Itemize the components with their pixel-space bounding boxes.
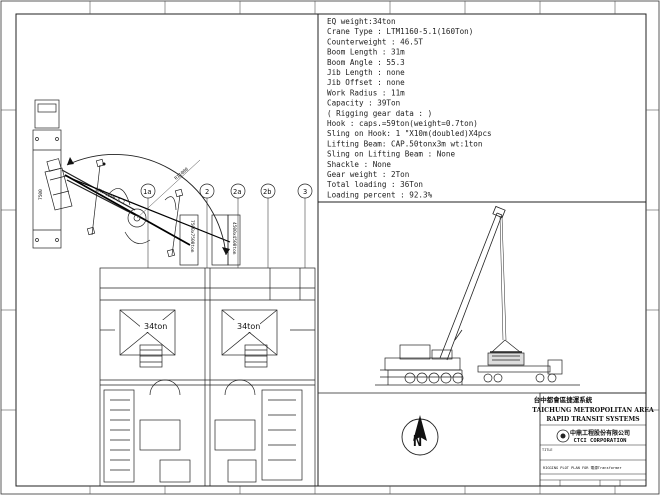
spec-line: Boom Angle : 55.3 (327, 58, 405, 67)
company-chinese: 中鼎工程股份有限公司 (570, 429, 630, 437)
spec-line: Capacity : 39Ton (327, 99, 400, 108)
grid-lines (147, 198, 306, 268)
shaft-label-b: 4500x4500ton (231, 222, 237, 255)
spec-line: Counterweight : 46.5T (327, 37, 423, 46)
spec-line: Sling on Hook: 1 "X10m(doubled)X4pcs (327, 129, 492, 138)
spec-line: Total loading : 36Ton (327, 180, 423, 189)
grid-label-2b: 2b (263, 188, 271, 196)
grid-label-2a: 2a (233, 188, 241, 196)
swing-radius-arc (66, 153, 227, 256)
spec-line: Crane Type : LTM1160-5.1(160Ton) (327, 27, 473, 36)
spec-line: Shackle : None (327, 160, 391, 169)
grid-bubbles (140, 183, 313, 199)
radius-label: R11000 (173, 166, 190, 181)
crane-plan (44, 158, 231, 258)
load-right-label-bg (234, 320, 260, 332)
building-plan (99, 267, 316, 487)
load-area-left (119, 309, 176, 368)
spec-line: Gear weight : 2Ton (327, 170, 409, 179)
shaft-label-a: 7500x7500ton (189, 220, 195, 253)
spec-line: EQ weight:34ton (327, 17, 396, 26)
title-english-1: TAICHUNG METROPOLITAN AREA (532, 407, 654, 414)
spec-line: Boom Length : 31m (327, 48, 405, 57)
grid-label-2: 2 (205, 188, 209, 196)
spec-line: Jib Offset : none (327, 78, 405, 87)
truck-dim-label: 7500 (38, 189, 44, 200)
arc-arrow-end (222, 247, 230, 255)
spec-line: ( Rigging gear data : ) (327, 109, 432, 118)
north-label: N (413, 432, 422, 450)
title-english-2: RAPID TRANSIT SYSTEMS (546, 416, 640, 423)
transformer-load (487, 339, 525, 366)
radius-line (136, 159, 201, 219)
spec-line: Jib Length : none (327, 68, 405, 77)
load-area-right (221, 309, 278, 368)
crane-carrier (380, 344, 464, 385)
title-small-label: TITLE (542, 448, 553, 452)
drawing-title: RIGGING PLOT PLAN FOR 電源Transformer (543, 465, 622, 470)
load-left-label-bg (140, 320, 166, 332)
title-block: 台中都會區捷運系統 TAICHUNG METROPOLITAN AREA RAP… (532, 392, 654, 487)
elevation-view (375, 205, 580, 386)
truck-plan (32, 99, 62, 249)
arc-arrow-start (67, 157, 74, 165)
arc-point (102, 162, 106, 166)
crane-boom (439, 205, 507, 361)
spec-line: Sling on Lifting Beam : None (327, 150, 455, 159)
title-chinese: 台中都會區捷運系統 (534, 395, 593, 404)
spec-line: Loading percent : 92.3% (327, 190, 433, 199)
shafts (179, 214, 241, 266)
trailer (477, 359, 563, 383)
company-english: CTCI CORPORATION (574, 438, 627, 444)
drawing-frame (15, 13, 647, 487)
load-label-left: 34ton (144, 322, 167, 331)
grid-label-3: 3 (303, 188, 307, 196)
north-arrow: N (401, 415, 439, 456)
spec-line: Hook : caps.=59ton(weight=0.7ton) (327, 119, 478, 128)
plan-view: 34ton 34ton 1a 2 2a 2 (32, 99, 316, 487)
load-label-right: 34ton (237, 322, 260, 331)
grid-label-1a: 1a (143, 188, 151, 196)
spec-line: Work Radius : 11m (327, 88, 405, 97)
spec-line: Lifting Beam: CAP.50tonx3m wt:1ton (327, 139, 482, 148)
